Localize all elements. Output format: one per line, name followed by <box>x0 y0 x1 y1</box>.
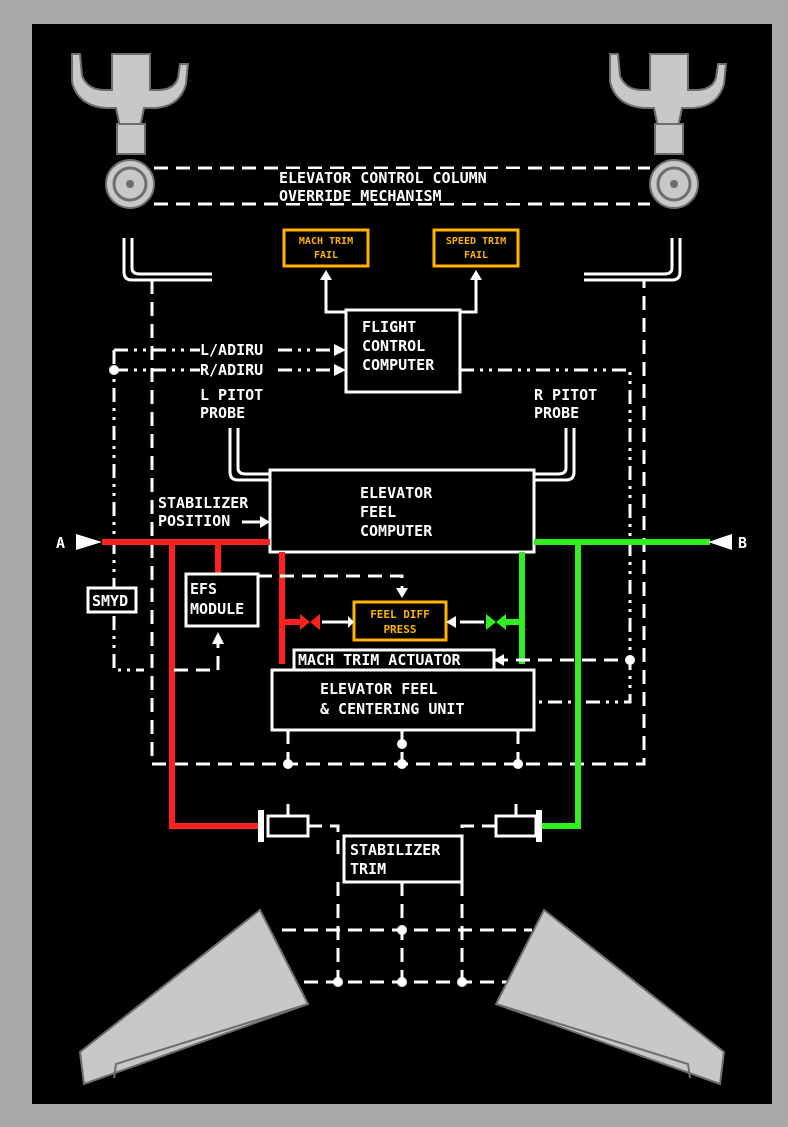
svg-text:EFS: EFS <box>190 580 217 598</box>
right-horizontal-stabilizer-icon <box>494 908 726 1086</box>
svg-text:PRESS: PRESS <box>383 623 416 636</box>
hydraulic-system-b-lines <box>504 539 710 829</box>
stabilizer-trim-box: STABILIZER TRIM <box>342 834 464 884</box>
mach-trim-actuator-box: MACH TRIM ACTUATOR <box>292 648 496 672</box>
right-power-control-unit-icon <box>494 804 542 842</box>
stabilizer-position-label-1: STABILIZER <box>158 494 249 512</box>
adiru-bus-left <box>112 350 144 672</box>
hydraulic-a-arrow <box>76 534 102 550</box>
right-column-cable <box>584 238 682 282</box>
flight-control-computer-box: FLIGHT CONTROL COMPUTER <box>344 308 462 394</box>
l-adiru-label: L/ADIRU <box>200 341 263 359</box>
stabilizer-position-label-2: POSITION <box>158 512 230 530</box>
r-pitot-label-2: PROBE <box>534 404 579 422</box>
r-pitot-line <box>534 428 576 482</box>
elevator-system-diagram: ELEVATOR CONTROL COLUMN OVERRIDE MECHANI… <box>32 24 772 1104</box>
svg-text:& CENTERING UNIT: & CENTERING UNIT <box>320 700 465 718</box>
left-power-control-unit-icon <box>258 804 310 842</box>
svg-text:MACH TRIM: MACH TRIM <box>299 236 353 247</box>
right-control-yoke-icon <box>609 53 728 155</box>
efs-module-input <box>174 640 220 672</box>
fcc-output-bus <box>460 368 632 704</box>
svg-text:FAIL: FAIL <box>464 250 488 261</box>
feel-centering-unit-box: ELEVATOR FEEL & CENTERING UNIT <box>270 668 536 732</box>
hydraulic-b-arrow <box>708 534 732 550</box>
right-column-pulley-icon <box>649 159 699 209</box>
l-pitot-label-2: PROBE <box>200 404 245 422</box>
r-pitot-line-2 <box>534 428 568 476</box>
red-check-valve-icon <box>300 614 320 630</box>
svg-text:FLIGHT: FLIGHT <box>362 318 416 336</box>
svg-text:COMPUTER: COMPUTER <box>362 356 435 374</box>
elevator-feel-computer-box: ELEVATOR FEEL COMPUTER <box>268 468 536 554</box>
svg-text:FEEL DIFF: FEEL DIFF <box>370 608 430 621</box>
l-pitot-line-2 <box>236 428 270 476</box>
left-pcu-linkage <box>308 824 340 860</box>
hydraulic-b-label: B <box>738 534 747 552</box>
svg-text:CONTROL: CONTROL <box>362 337 425 355</box>
svg-text:FAIL: FAIL <box>314 250 338 261</box>
svg-text:TRIM: TRIM <box>350 860 386 878</box>
left-column-pulley-icon <box>105 159 155 209</box>
svg-text:SPEED TRIM: SPEED TRIM <box>446 236 506 247</box>
left-column-cable <box>122 238 212 282</box>
hydraulic-a-label: A <box>56 534 65 552</box>
l-pitot-label-1: L PITOT <box>200 386 263 404</box>
feel-diff-press-light: FEEL DIFF PRESS <box>352 600 448 642</box>
smyd-box: SMYD <box>86 586 138 614</box>
svg-text:FEEL: FEEL <box>360 503 396 521</box>
svg-text:COMPUTER: COMPUTER <box>360 522 433 540</box>
svg-text:SMYD: SMYD <box>92 592 128 610</box>
r-adiru-label: R/ADIRU <box>200 361 263 379</box>
fcc-to-mach-trim-wire <box>324 278 346 314</box>
fcc-to-speed-trim-wire <box>460 278 478 314</box>
left-column-cable-inner <box>130 238 212 276</box>
efs-module-box: EFS MODULE <box>184 572 260 628</box>
svg-text:MACH TRIM ACTUATOR: MACH TRIM ACTUATOR <box>298 651 462 669</box>
override-mechanism-link <box>154 166 650 206</box>
left-horizontal-stabilizer-icon <box>78 908 310 1086</box>
l-pitot-line <box>228 428 270 482</box>
override-mechanism-label-2: OVERRIDE MECHANISM <box>279 187 442 205</box>
svg-text:ELEVATOR FEEL: ELEVATOR FEEL <box>320 680 437 698</box>
svg-text:ELEVATOR: ELEVATOR <box>360 484 433 502</box>
override-mechanism-label-1: ELEVATOR CONTROL COLUMN <box>279 169 487 187</box>
green-check-valve-icon <box>486 614 506 630</box>
right-column-cable-inner <box>584 238 674 276</box>
r-pitot-label-1: R PITOT <box>534 386 597 404</box>
svg-text:MODULE: MODULE <box>190 600 244 618</box>
svg-text:STABILIZER: STABILIZER <box>350 841 441 859</box>
speed-trim-fail-light: SPEED TRIM FAIL <box>432 228 520 268</box>
efs-to-feel-diff-wire <box>258 574 404 590</box>
left-control-yoke-icon <box>71 53 190 155</box>
mach-trim-fail-light: MACH TRIM FAIL <box>282 228 370 268</box>
right-pcu-linkage <box>460 824 496 860</box>
hydraulic-system-a-lines <box>102 539 300 829</box>
